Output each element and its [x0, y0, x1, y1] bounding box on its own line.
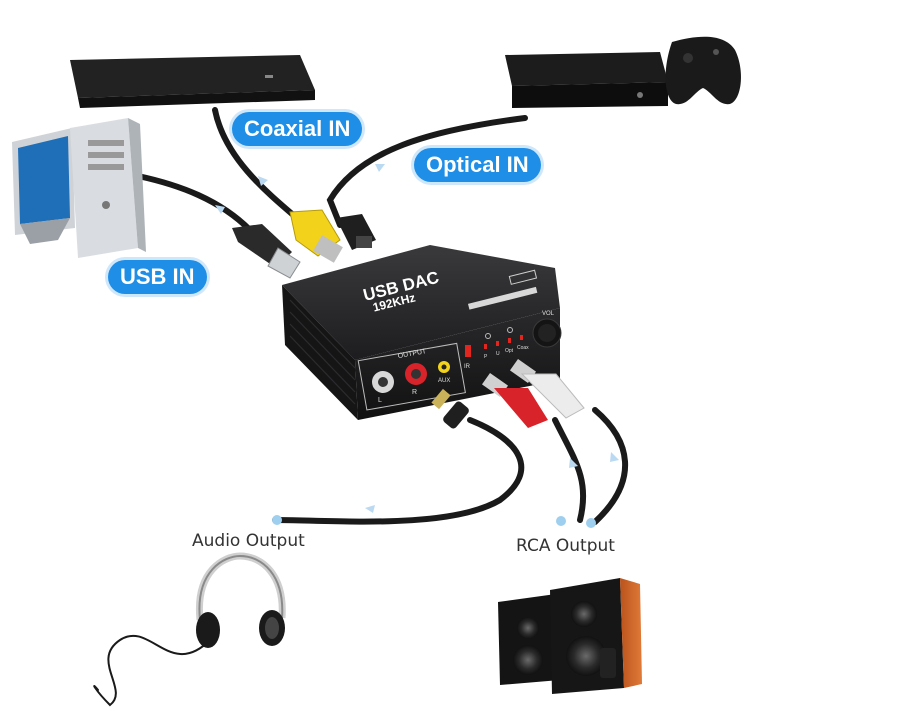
rca-port-left [372, 371, 394, 393]
dac-side-face [282, 285, 358, 420]
port-aux-label: AUX [438, 378, 450, 384]
audio-output-label: Audio Output [192, 531, 305, 551]
arrow-coaxial [258, 176, 268, 186]
rca-plug-red-icon [481, 372, 548, 428]
optical-in-label: Optical IN [414, 148, 541, 182]
blu-ray-player-icon [70, 55, 315, 108]
usb-dac-device: USB DAC 192KHz OUTPUT L R AUX IR P U [282, 245, 562, 420]
output-panel [357, 342, 466, 411]
arrow-rca-1 [569, 458, 578, 468]
coaxial-in-label: Coaxial IN [232, 112, 363, 146]
button-dot-1 [485, 333, 491, 339]
rca-port-right [405, 363, 427, 385]
coaxial-plug-icon [289, 209, 343, 263]
volume-knob [532, 318, 562, 348]
optical-cable [326, 115, 528, 228]
flow-arrows [215, 164, 619, 513]
rca-cable-red [552, 417, 587, 523]
ir-label: IR [464, 364, 471, 370]
dac-front-face [355, 308, 560, 420]
speakers-icon [498, 578, 642, 694]
led-opt-label: Opt [505, 348, 514, 354]
usb-cable [135, 173, 253, 233]
button-dot-2 [507, 327, 513, 333]
audio-output-dot [272, 515, 282, 525]
xbox-console-icon [505, 52, 668, 108]
rca-output-dot-2 [586, 518, 596, 528]
toslink-plug-icon [336, 214, 376, 250]
desktop-computer-icon [12, 118, 146, 258]
headphone-cord [93, 634, 211, 707]
arrow-rca-2 [610, 452, 619, 462]
rca-output-dot-1 [556, 516, 566, 526]
port-l-label: L [378, 397, 382, 404]
headphones-icon [196, 552, 286, 648]
aux-plug-icon [431, 388, 469, 429]
led-coax-label: Coax [517, 345, 529, 351]
led-u-label: U [496, 351, 500, 357]
status-leds [484, 335, 523, 349]
rca-output-label: RCA Output [516, 536, 615, 556]
arrow-usb [215, 205, 225, 214]
arrow-optical [375, 164, 385, 172]
usb-in-label: USB IN [108, 260, 207, 294]
rca-cable-white [592, 407, 629, 525]
arrow-audio [365, 505, 375, 513]
led-p-label: P [484, 354, 488, 360]
ir-window [465, 345, 471, 357]
dac-top-face [282, 245, 560, 360]
aux-port [438, 361, 450, 373]
vol-label: VOL [542, 311, 555, 317]
dac-top-ports-print [467, 269, 538, 310]
game-controller-icon [665, 36, 742, 105]
usb-plug-icon [232, 224, 301, 279]
rca-plug-white-icon [509, 358, 585, 419]
aux-cable [272, 417, 525, 525]
port-r-label: R [412, 389, 417, 396]
